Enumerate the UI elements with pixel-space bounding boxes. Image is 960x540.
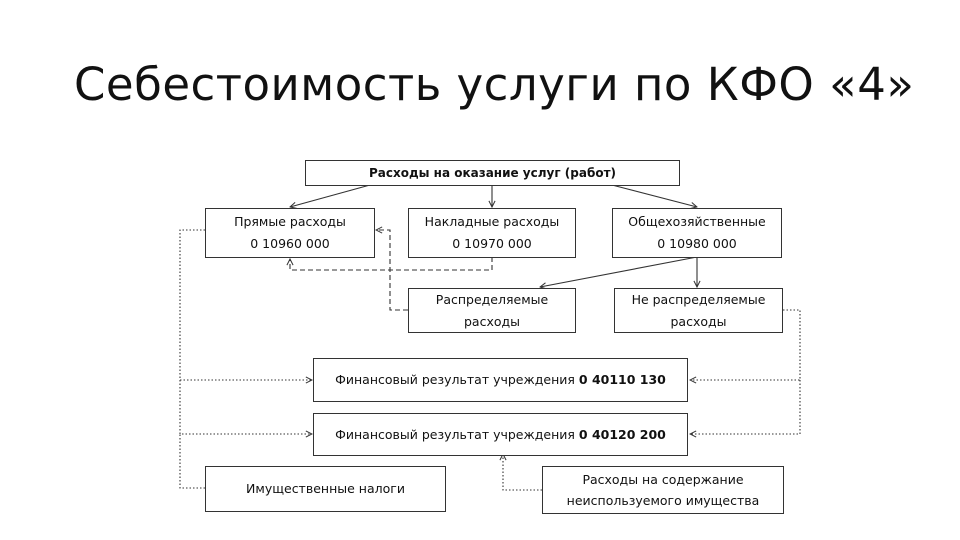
fin-result-2-code: 0 40120 200: [578, 426, 666, 442]
fin-result-1-box: Финансовый результат учреждения 0 40110 …: [313, 358, 688, 402]
distributed-costs-line2: расходы: [463, 313, 521, 329]
arrow-notdistr-to-fin2: [690, 380, 801, 434]
fin-result-2-box: Финансовый результат учреждения 0 40120 …: [313, 413, 688, 456]
line-tax-to-fin2: [179, 434, 205, 489]
general-costs-box: Общехозяйственные 0 10980 000: [612, 208, 782, 258]
arrow-top-to-direct: [290, 184, 371, 207]
unused-property-box: Расходы на содержание неиспользуемого им…: [542, 466, 784, 514]
overhead-costs-code: 0 10970 000: [452, 236, 532, 251]
direct-costs-code: 0 10960 000: [250, 236, 330, 251]
arrow-overhead-to-direct: [290, 257, 493, 271]
general-costs-code: 0 10980 000: [657, 236, 737, 251]
slide-title: Себестоимость услуги по КФО «4»: [74, 58, 915, 111]
fin-result-1-code: 0 40110 130: [578, 372, 666, 387]
distributed-costs-box: Распределяемые расходы: [408, 288, 576, 333]
arrow-distributed-to-direct: [376, 230, 408, 311]
general-costs-label: Общехозяйственные: [628, 214, 766, 229]
not-distributed-costs-line2: расходы: [670, 313, 727, 329]
unused-property-line1: Расходы на содержание: [582, 472, 744, 487]
arrow-top-to-general: [611, 184, 697, 207]
property-tax-box: Имущественные налоги: [205, 466, 446, 512]
unused-property-line2: неиспользуемого имущества: [566, 493, 760, 508]
overhead-costs-box: Накладные расходы 0 10970 000: [408, 208, 576, 258]
arrow-general-to-distributed: [540, 256, 698, 287]
not-distributed-costs-box: Не распределяемые расходы: [614, 288, 783, 333]
direct-costs-label: Прямые расходы: [234, 214, 346, 229]
arrow-direct-to-fin2: [179, 380, 312, 434]
top-costs-box: Расходы на оказание услуг (работ): [305, 160, 680, 186]
fin-result-2-label: Финансовый результат учреждения: [335, 426, 579, 442]
top-costs-label: Расходы на оказание услуг (работ): [368, 166, 617, 180]
overhead-costs-label: Накладные расходы: [424, 214, 560, 229]
direct-costs-box: Прямые расходы 0 10960 000: [205, 208, 375, 258]
distributed-costs-line1: Распределяемые: [435, 291, 549, 307]
fin-result-1-label: Финансовый результат учреждения: [335, 372, 579, 387]
arrow-unused-to-fin2: [503, 454, 542, 491]
not-distributed-costs-line1: Не распределяемые: [631, 291, 766, 307]
property-tax-label: Имущественные налоги: [246, 481, 405, 496]
arrow-notdistr-to-fin1: [690, 309, 801, 380]
